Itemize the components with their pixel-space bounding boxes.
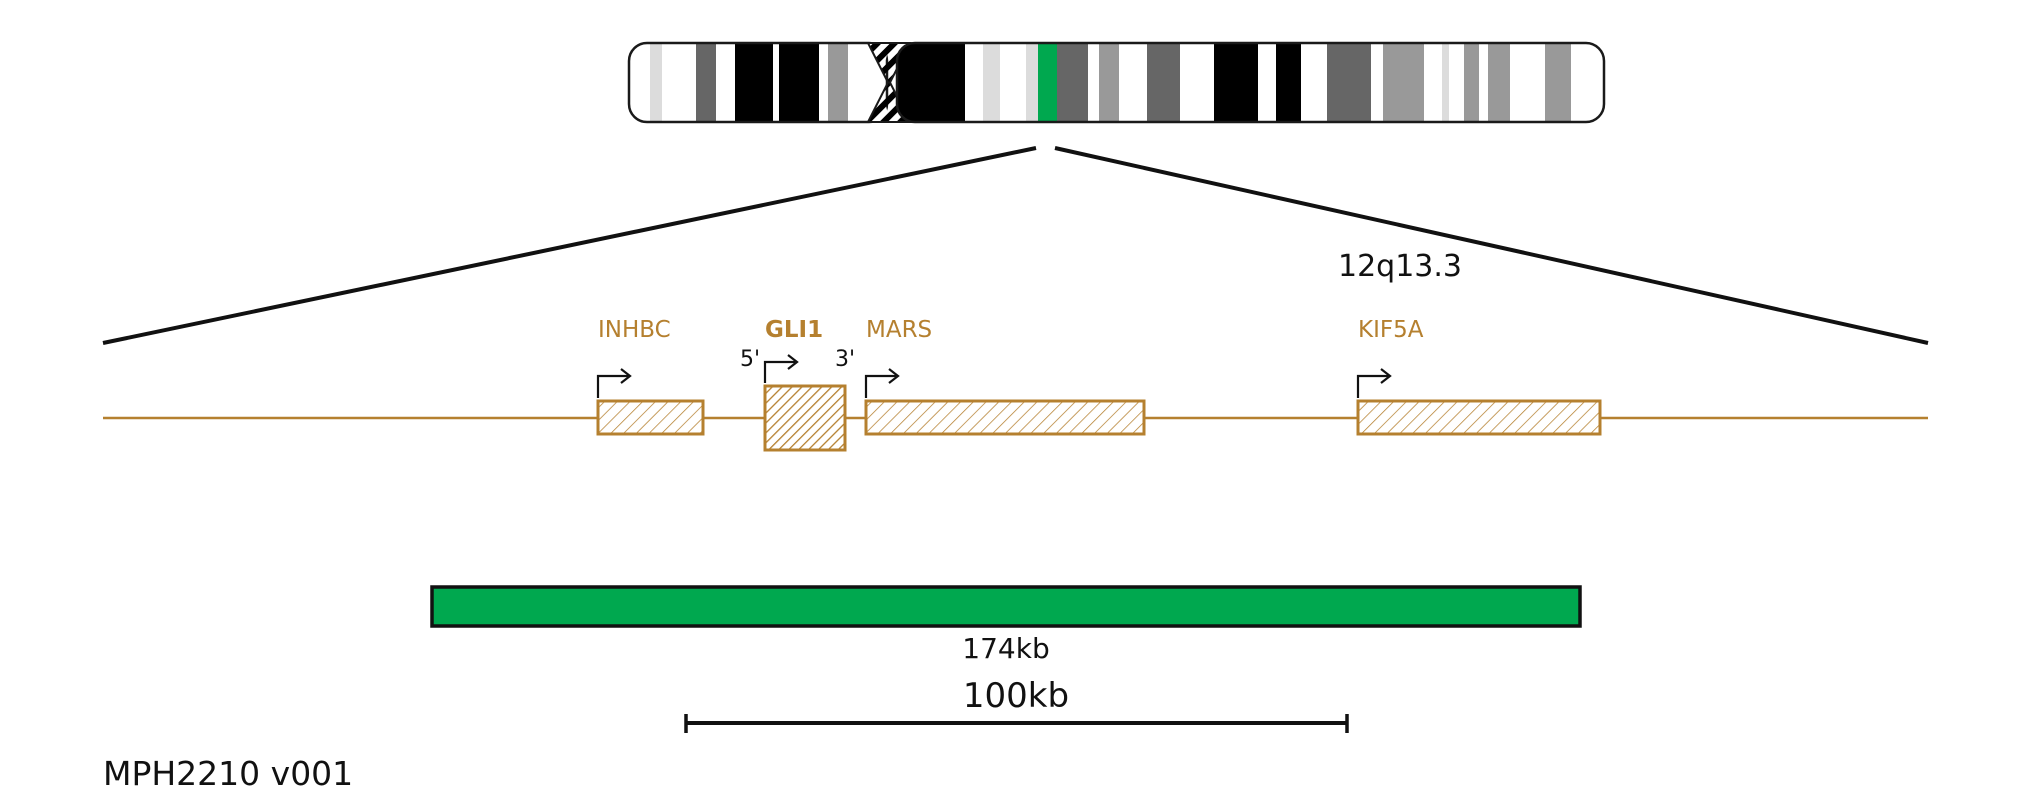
band <box>897 43 965 122</box>
chromosome-ideogram <box>627 41 1606 124</box>
band <box>1147 43 1180 122</box>
highlight-band <box>1038 43 1057 122</box>
band <box>1026 43 1038 122</box>
band <box>1099 43 1119 122</box>
band <box>1488 43 1510 122</box>
arrow-right-icon <box>1356 374 1388 398</box>
probe-size-label: 174kb <box>962 632 1049 665</box>
probe-bar <box>430 585 1582 628</box>
scale-bar: 100kb <box>684 676 1349 733</box>
band <box>1327 43 1371 122</box>
gene-label-kif5a: KIF5A <box>1358 317 1424 343</box>
zoom-line-right <box>1054 146 1929 345</box>
gene-gli1: GLI1 5' 3' <box>740 317 855 452</box>
three-prime-label: 3' <box>835 347 855 372</box>
arrow-right-icon <box>596 374 628 398</box>
scale-bar-label: 100kb <box>963 676 1069 716</box>
band <box>650 43 662 122</box>
gene-inhbc: INHBC <box>596 317 705 436</box>
q-arm <box>897 43 1604 122</box>
gene-mars: MARS <box>864 317 1146 436</box>
zoom-line-left <box>102 146 1037 345</box>
band <box>779 43 819 122</box>
arrowhead-icon <box>888 368 900 384</box>
band <box>1214 43 1258 122</box>
arrowhead-icon <box>620 368 632 384</box>
band <box>1383 43 1424 122</box>
gene-label-inhbc: INHBC <box>598 317 671 343</box>
p-arm <box>629 43 887 122</box>
arrow-right-icon <box>763 360 795 383</box>
band <box>735 43 773 122</box>
gene-label-mars: MARS <box>866 317 932 343</box>
band <box>983 43 1000 122</box>
five-prime-label: 5' <box>740 347 760 372</box>
locus-label: 12q13.3 <box>1338 249 1462 284</box>
arrowhead-icon <box>1380 368 1392 384</box>
version-label: MPH2210 v001 <box>103 754 353 786</box>
gene-label-gli1: GLI1 <box>765 317 823 343</box>
band <box>1442 43 1449 122</box>
band <box>828 43 848 122</box>
band <box>1545 43 1571 122</box>
band <box>1057 43 1088 122</box>
q-arm-outline <box>895 41 1606 124</box>
gene-kif5a: KIF5A <box>1356 317 1602 436</box>
band <box>696 43 716 122</box>
band <box>1464 43 1479 122</box>
band <box>1276 43 1301 122</box>
arrowhead-icon <box>787 354 799 370</box>
arrow-right-icon <box>864 374 896 398</box>
